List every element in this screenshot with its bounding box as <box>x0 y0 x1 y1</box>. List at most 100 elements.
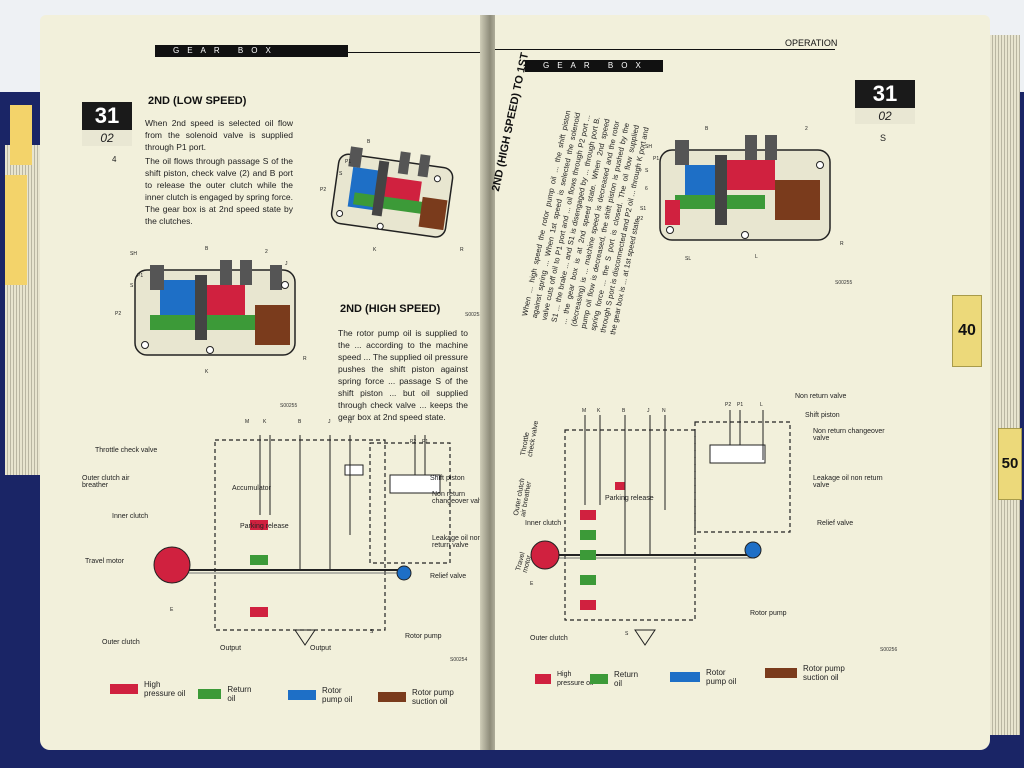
left-paragraph-2: The oil flows through passage S of the s… <box>145 156 293 226</box>
left-header-bar: GEAR BOX <box>155 45 348 57</box>
port-label: P1 <box>737 402 743 408</box>
legend-rotor-pump: Rotor pump oil <box>288 686 362 704</box>
block-label: SL <box>685 256 691 262</box>
left-section-title: 2ND (LOW SPEED) <box>148 95 247 107</box>
label-rotor-pump-right: Rotor pump <box>750 610 787 617</box>
port-label: B <box>622 408 626 414</box>
right-rotated-text: When ... high speed the rotor pump oil .… <box>520 109 651 336</box>
valve-block-diagram-2: SH P1 S P2 B 2 J K R <box>115 246 307 375</box>
label-parking-release: Parking release <box>240 523 289 530</box>
label-travel-motor: Travel motor <box>85 558 125 565</box>
legend-swatch <box>765 668 797 678</box>
right-section-tab: 31 02 <box>855 80 915 124</box>
left-paragraph-3: The rotor pump oil is supplied to the ..… <box>338 328 468 422</box>
legend-high-pressure: High pressure oil <box>110 680 192 698</box>
label-shift-piston-right: Shift piston <box>805 412 840 419</box>
port-label: P1 <box>422 439 428 445</box>
port-label: K <box>597 408 601 414</box>
port-label: J <box>647 408 650 414</box>
label-relief-valve-right: Relief valve <box>817 520 854 527</box>
left-header-rule <box>330 52 480 53</box>
edge-tab-40[interactable]: 40 <box>952 295 982 367</box>
hydraulic-schematic-left: M K B J N P2 P1 E S <box>153 419 451 646</box>
block-label: 2 <box>265 249 268 255</box>
label-throttle-check-valve: Throttle check valve <box>95 447 158 454</box>
left-figure-code-2: S00255 <box>280 403 298 409</box>
right-figure-code-2: S00256 <box>880 647 898 653</box>
legend-label: Rotor pump oil <box>706 668 737 686</box>
block-label: B <box>205 246 209 252</box>
label-non-return-valve: Non return valve <box>795 393 847 400</box>
section-sub: 02 <box>855 108 915 124</box>
port-label: S <box>625 631 629 637</box>
label-outer-clutch-air-breather: Outer clutch air breather <box>82 475 130 489</box>
legend-label: High pressure oil <box>557 671 594 687</box>
port-label: N <box>662 408 666 414</box>
block-label: P2 <box>320 187 326 193</box>
block-label: B <box>705 126 709 132</box>
legend-swatch <box>110 684 138 694</box>
legend-label: Rotor pump suction oil <box>803 664 845 682</box>
port-label: E <box>170 607 174 613</box>
block-label: K <box>205 369 209 375</box>
sticky-tab-2 <box>5 175 27 285</box>
label-output-1: Output <box>220 645 242 652</box>
legend-return: Return oil <box>590 670 642 688</box>
block-label: S <box>645 168 649 174</box>
label-inner-clutch: Inner clutch <box>112 513 149 520</box>
legend-return: Return oil <box>198 685 256 703</box>
block-label: 6 <box>645 186 648 192</box>
legend-rotor-suction: Rotor pump suction oil <box>765 664 855 682</box>
label-non-return-changeover-valve: Non return changeover valve <box>432 491 487 505</box>
block-label: 2 <box>805 126 808 132</box>
label-parking-release-right: Parking release <box>605 495 654 502</box>
port-label: E <box>530 581 534 587</box>
edge-tab-50[interactable]: 50 <box>998 428 1022 500</box>
legend-label: Rotor pump suction oil <box>412 688 454 706</box>
block-label: SH <box>645 144 652 150</box>
block-label: R <box>840 241 844 247</box>
block-label: S <box>130 283 134 289</box>
left-figure-code-1: S00253 <box>465 312 483 318</box>
legend-rotor-suction: Rotor pump suction oil <box>378 688 467 706</box>
right-header-rule <box>495 49 835 50</box>
block-label: P2 <box>115 311 121 317</box>
port-label: K <box>263 419 267 425</box>
block-label: P1 <box>653 156 659 162</box>
label-outer-clutch-right: Outer clutch <box>530 635 568 642</box>
book-spread: GEAR BOX 31 02 4 2ND (LOW SPEED) When 2n… <box>5 15 1022 750</box>
operation-label: OPERATION <box>785 38 838 48</box>
legend-label: Return oil <box>614 670 639 688</box>
port-label: B <box>298 419 302 425</box>
right-section-letter: S <box>880 133 887 143</box>
left-figure-code-3: S00254 <box>450 657 468 663</box>
port-label: P2 <box>725 402 731 408</box>
block-label: R <box>303 356 307 362</box>
block-label: S <box>339 171 343 177</box>
legend-swatch <box>378 692 406 702</box>
right-figure-code-1: S00255 <box>835 280 853 286</box>
label-rotor-pump: Rotor pump <box>405 633 442 640</box>
left-section-title-2: 2ND (HIGH SPEED) <box>340 303 441 315</box>
block-label: S1 <box>640 206 646 212</box>
block-label: P1 <box>137 273 143 279</box>
legend-swatch <box>670 672 700 682</box>
block-label: K <box>373 247 377 253</box>
port-label: L <box>760 402 763 408</box>
label-shift-piston: Shift piston <box>430 475 465 482</box>
legend-high-pressure: High pressure oil <box>535 670 597 688</box>
left-section-tab: 31 02 <box>82 102 132 146</box>
port-label: P2 <box>410 439 416 445</box>
left-paragraph-1: When 2nd speed is selected oil flow from… <box>145 118 293 152</box>
section-number: 31 <box>872 81 898 106</box>
legend-label: High pressure oil <box>144 680 186 698</box>
label-outer-clutch: Outer clutch <box>102 639 140 646</box>
block-label: P2 <box>637 216 643 222</box>
port-label: M <box>582 408 586 414</box>
label-output-2: Output <box>310 645 332 652</box>
left-page: GEAR BOX 31 02 4 2ND (LOW SPEED) When 2n… <box>40 15 487 750</box>
legend-label: Return oil <box>227 685 252 703</box>
port-label: N <box>348 419 352 425</box>
port-label: J <box>328 419 331 425</box>
label-non-return-changeover-valve-right: Non return changeover valve <box>813 428 885 442</box>
